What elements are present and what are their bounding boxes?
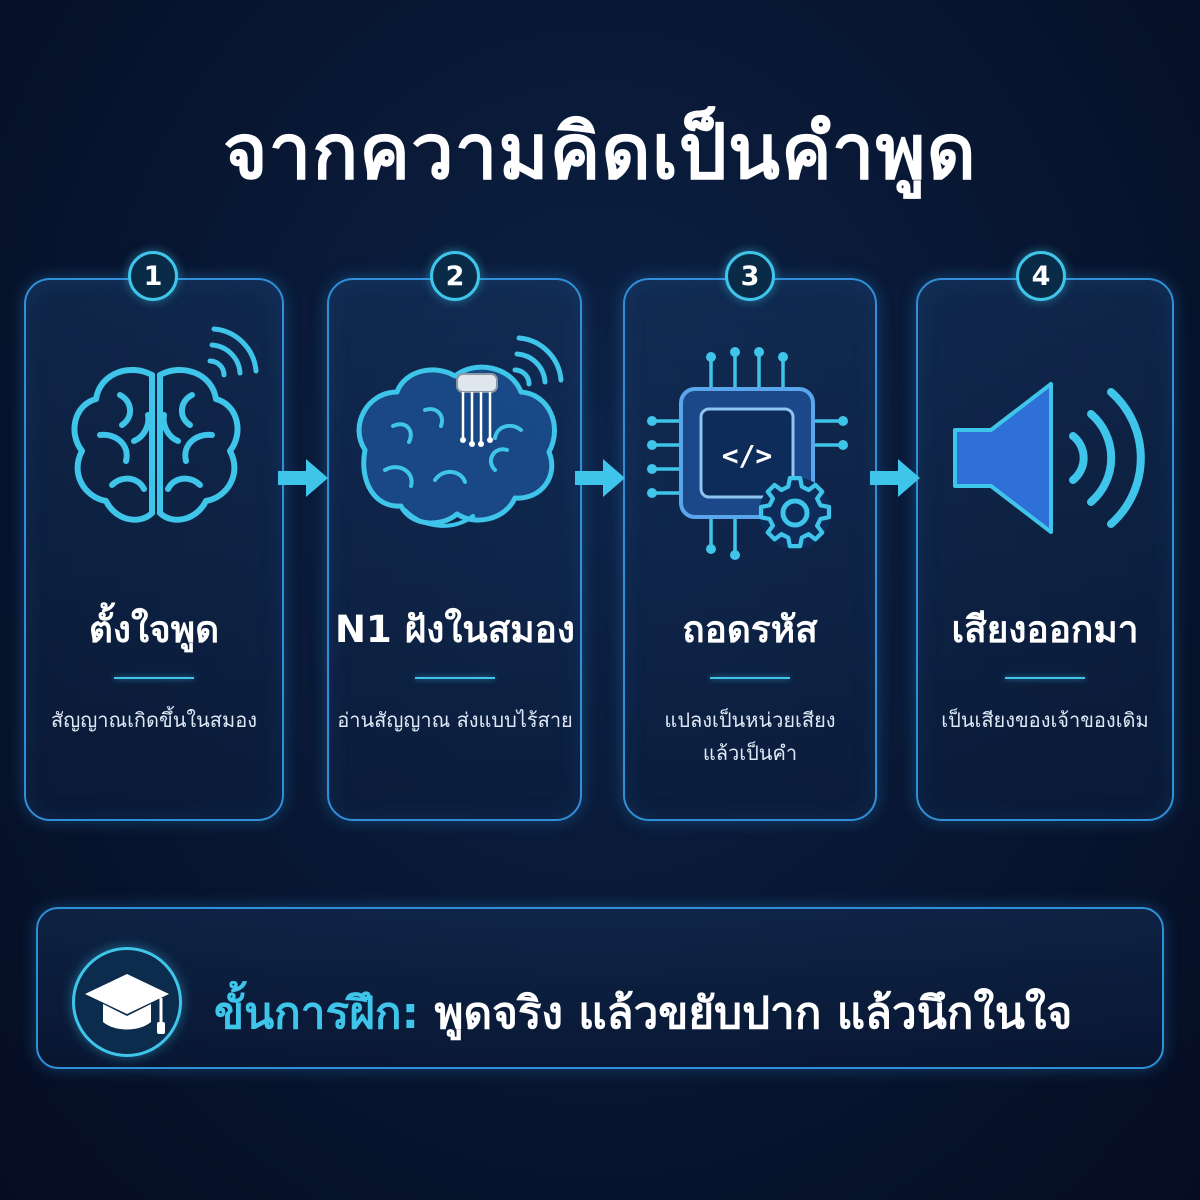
step-divider bbox=[710, 677, 790, 679]
training-label: ขั้นการฝึก: bbox=[214, 988, 420, 1039]
step-divider bbox=[114, 677, 194, 679]
step-description-3: แปลงเป็นหน่วยเสียง แล้วเป็นคำ bbox=[664, 708, 836, 765]
step-title-4: เสียงออกมา bbox=[951, 608, 1139, 651]
step-divider bbox=[1005, 677, 1085, 679]
step-number-badge-4: 4 bbox=[1016, 251, 1066, 301]
step-card-4 bbox=[916, 278, 1174, 821]
step-divider bbox=[415, 677, 495, 679]
training-banner-text: ขั้นการฝึก: พูดจริง แล้วขยับปาก แล้วนึกใ… bbox=[214, 978, 1072, 1048]
brain-signal-icon bbox=[71, 326, 259, 523]
training-banner bbox=[36, 907, 1164, 1069]
step-title-1: ตั้งใจพูด bbox=[88, 608, 220, 651]
graduation-cap-badge bbox=[72, 947, 182, 1057]
step-title-3: ถอดรหัส bbox=[682, 608, 818, 651]
arrow-right-icon bbox=[870, 459, 920, 497]
speaker-icon bbox=[953, 382, 1145, 534]
step-number-badge-1: 1 bbox=[128, 251, 178, 301]
step-description-1: สัญญาณเกิดขึ้นในสมอง bbox=[51, 708, 257, 732]
step-number-badge-3: 3 bbox=[725, 251, 775, 301]
brain-implant-icon bbox=[356, 335, 564, 528]
graduation-cap-icon bbox=[85, 974, 169, 1034]
arrow-right-icon bbox=[575, 459, 625, 497]
step-description-2: อ่านสัญญาณ ส่งแบบไร้สาย bbox=[337, 708, 573, 732]
arrow-right-icon bbox=[278, 459, 328, 497]
step-description-4: เป็นเสียงของเจ้าของเดิม bbox=[941, 708, 1149, 732]
page-title: จากความคิดเป็นคำพูด bbox=[223, 107, 977, 196]
training-steps: พูดจริง แล้วขยับปาก แล้วนึกในใจ bbox=[434, 988, 1073, 1039]
step-number-badge-2: 2 bbox=[430, 251, 480, 301]
step-card-3 bbox=[623, 278, 877, 821]
chip-gear-icon: </> bbox=[647, 347, 848, 560]
step-title-2: N1 ฝังในสมอง bbox=[335, 608, 575, 651]
svg-text:</>: </> bbox=[722, 439, 773, 472]
